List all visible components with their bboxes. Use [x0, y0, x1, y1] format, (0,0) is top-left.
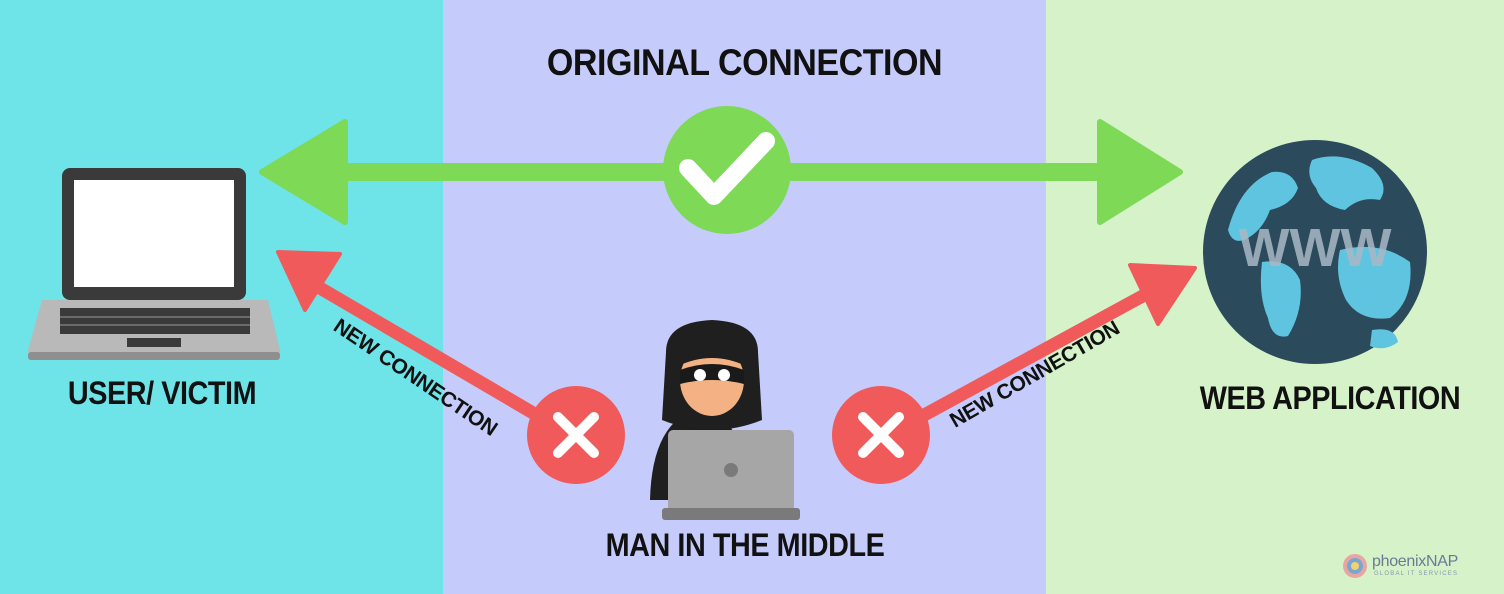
x-icon — [832, 386, 930, 484]
user-victim-label: USER/ VICTIM — [67, 375, 257, 411]
globe-text: WWW — [1239, 218, 1392, 278]
hacker-icon — [650, 320, 800, 520]
globe-icon: WWW — [1203, 140, 1427, 364]
web-application-label: WEB APPLICATION — [1199, 380, 1461, 416]
man-in-the-middle-label: MAN IN THE MIDDLE — [605, 527, 885, 563]
diagram-title: ORIGINAL CONNECTION — [546, 42, 943, 83]
new-connection-arrow-right — [911, 263, 1197, 426]
check-icon — [663, 106, 791, 234]
laptop-icon — [28, 168, 280, 360]
brand-tagline: GLOBAL IT SERVICES — [1374, 571, 1459, 577]
brand-name: phoenixNAP — [1372, 553, 1458, 570]
brand-logo: phoenixNAP GLOBAL IT SERVICES — [1342, 552, 1492, 582]
x-icon — [527, 386, 625, 484]
logo-mark-icon — [1343, 554, 1367, 578]
new-connection-arrow-left — [276, 250, 549, 426]
